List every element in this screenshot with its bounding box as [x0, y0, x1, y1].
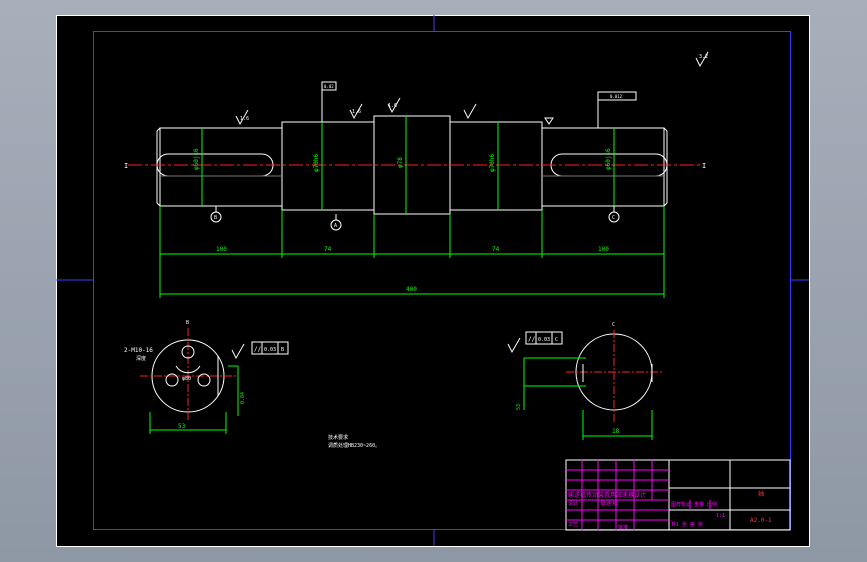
- title-block-project: 输送机传动装置用减速器设计: [568, 491, 646, 499]
- section-left: [140, 328, 289, 434]
- datum-label-b: A: [334, 223, 337, 229]
- diameter-label-4: φ70h6: [489, 154, 496, 172]
- title-block: [565, 459, 791, 531]
- gdt-frames-top: [321, 81, 637, 128]
- notes-title: 技术要求: [328, 434, 348, 441]
- gdt-top-right-value: 0.012: [610, 94, 623, 99]
- end-label-right: I: [702, 162, 706, 170]
- section-left-gdt-datum: B: [281, 347, 284, 353]
- section-right-depth: 53: [516, 404, 522, 410]
- finish-top-b: 1.6: [352, 109, 361, 115]
- length-label-1: 100: [216, 246, 227, 253]
- section-left-keyway-sub: 深度: [136, 355, 146, 362]
- finish-corner: 3.2: [699, 54, 708, 60]
- section-right-gdt-sym: //: [528, 336, 536, 343]
- centering-marks: [56, 15, 809, 546]
- outer-frame: [56, 15, 810, 547]
- section-left-gdt-value: 0.03: [264, 347, 276, 353]
- title-block-checker: 工艺: [568, 522, 578, 528]
- section-left-gdt-sym: //: [254, 346, 262, 353]
- title-block-approver: 批准: [618, 524, 628, 531]
- length-label-3: 74: [492, 246, 500, 253]
- datum-label-a: B: [214, 215, 217, 221]
- section-left-tol: 0.04: [240, 392, 246, 404]
- title-block-scale: 1:1: [716, 513, 725, 519]
- length-dimension-lines: [159, 206, 665, 298]
- diameter-label-2: φ70h6: [313, 154, 320, 172]
- length-label-2: 74: [324, 246, 332, 253]
- section-left-keyway-label: 2-M10-16: [124, 347, 153, 354]
- surface-finish-symbols: [235, 51, 709, 126]
- section-left-marker: B: [186, 320, 189, 326]
- title-block-subject: 低速轴: [600, 499, 618, 507]
- section-right-gdt-datum: C: [555, 337, 558, 343]
- datum-markers: [210, 206, 620, 231]
- section-right: [507, 330, 664, 440]
- title-block-designer: 设计: [568, 500, 578, 507]
- length-label-total: 400: [406, 286, 417, 293]
- title-block-scale-header: 图样标记 重量 比例: [671, 501, 717, 508]
- datum-label-d: C: [612, 215, 615, 221]
- diameter-label-5: φ60js6: [605, 148, 612, 170]
- gdt-top-left-value: 0.02: [324, 84, 334, 89]
- notes-line-1: 调质处理HB230~260。: [328, 442, 380, 449]
- section-left-center-label: φ80: [182, 376, 191, 382]
- finish-top-a: 1.6: [240, 116, 249, 122]
- end-label-left: I: [124, 162, 128, 170]
- length-label-4: 100: [598, 246, 609, 253]
- section-right-marker: C: [612, 322, 615, 328]
- title-block-drawing-no: A2.0-1: [750, 517, 772, 524]
- diameter-label-1: φ60js6: [193, 148, 200, 170]
- section-right-width: 18: [612, 428, 620, 435]
- inner-border: [93, 31, 791, 530]
- title-block-part-name: 轴: [758, 490, 764, 498]
- finish-top-c: 1.6: [388, 103, 397, 109]
- diameter-dimension-lines: [201, 116, 615, 214]
- title-block-sheets: 共1 张 第 张: [671, 521, 703, 528]
- diameter-label-3: φ78: [397, 157, 404, 168]
- section-right-gdt-value: 0.03: [538, 337, 550, 343]
- section-left-width: 53: [178, 423, 186, 430]
- drawing-background: [56, 15, 810, 547]
